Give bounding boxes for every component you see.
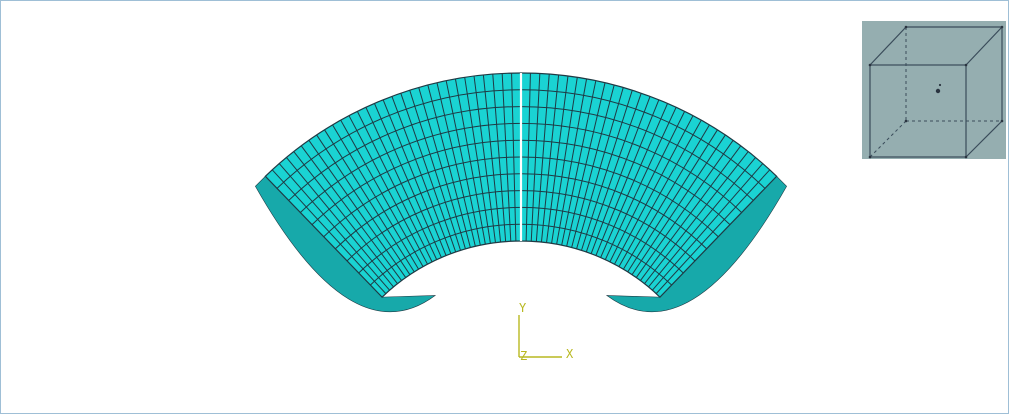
view-cube-vertex [868, 63, 872, 67]
view-cube-edge [965, 26, 1003, 66]
view-cube-edge [965, 120, 1003, 158]
y-axis-label: Y [519, 301, 527, 315]
view-cube-vertex [1000, 119, 1004, 123]
view-cube[interactable] [862, 21, 1006, 159]
mesh-underside-right [605, 175, 788, 312]
x-axis-label: X [566, 347, 574, 361]
mesh-underside [254, 175, 788, 312]
view-cube-vertex [964, 155, 968, 159]
view-cube-hidden-edge [869, 120, 907, 158]
view-cube-vertex [904, 119, 908, 123]
view-cube-center-point [935, 88, 941, 94]
arch-mesh[interactable] [264, 72, 778, 298]
mesh-underside-left [254, 175, 437, 312]
coordinate-triad: Y X Z [518, 301, 574, 363]
view-cube-vertex [904, 25, 908, 29]
view-cube-edge [869, 26, 907, 66]
z-axis-label: Z [520, 349, 527, 363]
view-cube-vertex [868, 155, 872, 159]
view-cube-vertex [1000, 25, 1004, 29]
view-cube-front-face [869, 64, 967, 158]
view-cube-center-point [938, 83, 942, 87]
view-cube-vertex [964, 63, 968, 67]
